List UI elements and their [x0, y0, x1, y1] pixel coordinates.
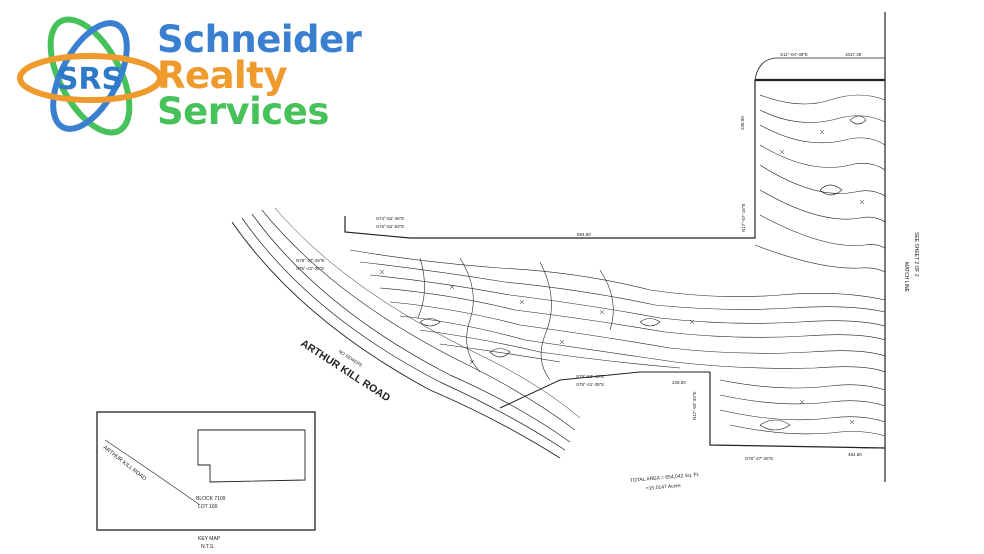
contour-lines: [349, 94, 886, 437]
bearing-label-4: S76°-41'-35"E: [296, 266, 324, 271]
logo-line-3: Services: [157, 90, 329, 133]
logo-wordmark: Schneider Realty Services: [157, 18, 362, 133]
road-label: ARTHUR KILL ROAD: [298, 337, 392, 404]
logo-emblem-text: SRS: [57, 62, 123, 97]
bearing-label-6: S78°-41'-35"E: [576, 382, 604, 387]
match-line-label: MATCH LINE: [903, 262, 909, 293]
distance-label-4: 238.00: [740, 116, 745, 130]
road-edge-2: [241, 217, 566, 451]
bearing-bottom-label: S78°-47'-25"E: [745, 456, 773, 461]
logo-line-1: Schneider: [157, 18, 362, 61]
total-area-acres-label: =15.0147 Acres: [646, 483, 682, 492]
distance-label-2: 226.00: [672, 380, 686, 385]
bearing-label-8: N17°-03'-32"E: [692, 391, 697, 420]
survey-marks: [379, 129, 865, 425]
key-map-road-edge: [104, 439, 201, 506]
road-edge-4: [261, 209, 576, 431]
distance-top: 1037.38: [845, 52, 862, 57]
parcel-boundary-south: [709, 372, 886, 449]
bearing-label-7: N17°-07'-16"E: [741, 203, 746, 232]
bearing-label-3: N75°-27'-26"E: [296, 258, 325, 263]
road-edge-5: [274, 207, 581, 419]
dimension-arc-top: [754, 57, 885, 81]
parcel-boundary-north: [344, 80, 756, 239]
road-edge-1: [231, 221, 561, 459]
key-map-scale: N.T.S.: [201, 544, 215, 550]
bearing-label-1: S74°-52'-46"E: [376, 216, 404, 221]
bearing-label-5: S79°-52'-43"E: [576, 374, 604, 379]
logo-line-2: Realty: [157, 54, 288, 97]
logo-emblem: SRS: [17, 16, 163, 136]
key-map-title: KEY MAP: [198, 536, 221, 542]
see-sheet-label: SEE SHEET 2 OF 2: [913, 232, 919, 277]
parcel-boundary-road-frontage: [499, 371, 710, 409]
distance-label-1: 594.60: [577, 232, 591, 237]
atom-orbit-emblem-icon: [17, 16, 163, 136]
road-edge-3: [251, 213, 571, 443]
key-map-parcel: [197, 429, 306, 483]
total-area-label: TOTAL AREA = 654,042 Sq. Ft.: [630, 472, 700, 484]
bearing-label-2: S76°-52'-53"E: [376, 224, 404, 229]
key-map-block: BLOCK 7109: [196, 496, 226, 502]
bearing-top: S11°-04'-49"E: [780, 52, 808, 57]
key-map-frame: [96, 411, 316, 531]
key-map-lot: LOT 100: [198, 504, 218, 510]
distance-label-3: 484.60: [848, 452, 862, 457]
